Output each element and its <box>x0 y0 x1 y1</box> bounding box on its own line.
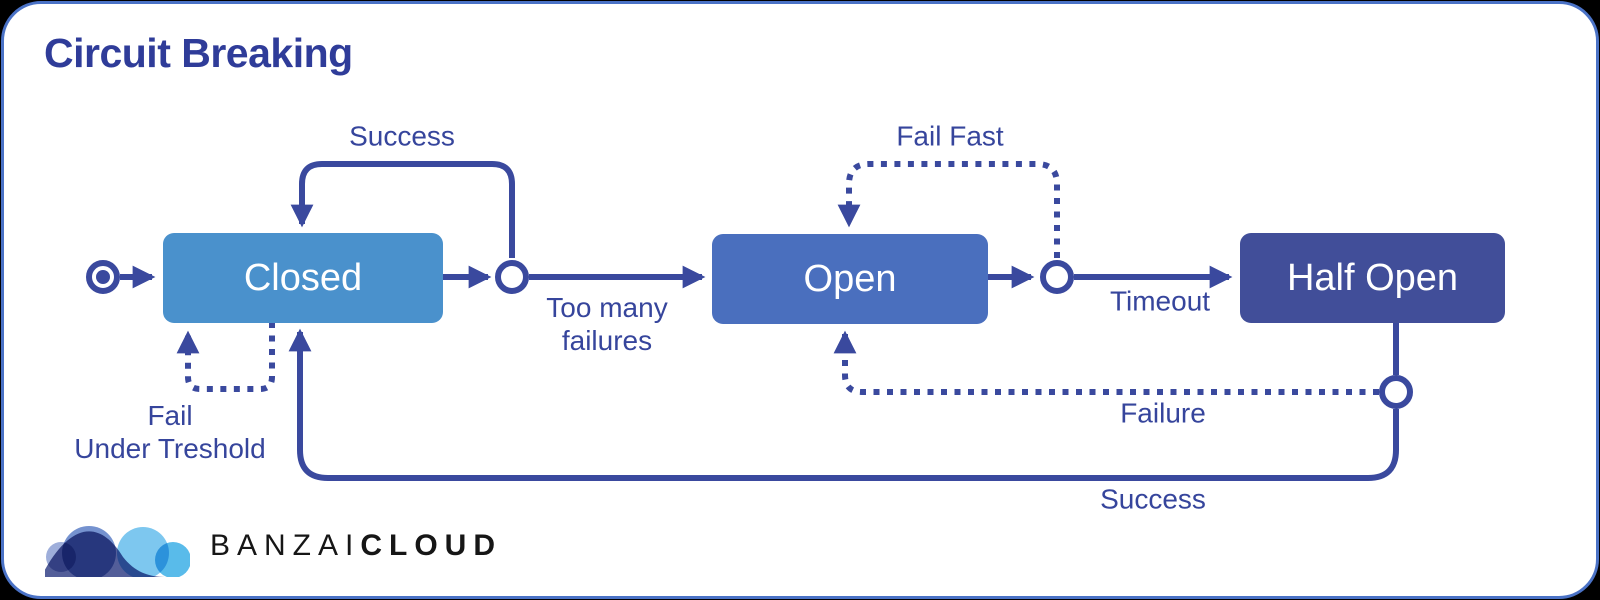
state-half-open: Half Open <box>1240 233 1505 323</box>
state-closed: Closed <box>163 233 443 323</box>
label-fail-fast: Fail Fast <box>896 120 1004 152</box>
banzai-cloud-logo-icon <box>45 526 190 577</box>
edge-fail-under-treshold <box>176 322 275 392</box>
banzai-cloud-logo: BANZAICLOUD <box>45 512 502 580</box>
junction-circle-after-closed <box>495 260 529 294</box>
page-title: Circuit Breaking <box>44 30 353 76</box>
label-timeout: Timeout <box>1109 285 1211 317</box>
label-failure: Failure <box>1120 397 1206 429</box>
junction-circle-below-half-open <box>1379 375 1413 409</box>
logo-wordmark: BANZAICLOUD <box>210 529 502 563</box>
label-success-return: Success <box>1100 483 1206 515</box>
logo-text-banzai: BANZAI <box>210 529 361 562</box>
label-too-many-failures: Too many failures <box>546 291 668 356</box>
label-fail-under-treshold: Fail Under Treshold <box>74 399 266 464</box>
state-open: Open <box>712 234 988 324</box>
initial-state-marker <box>86 260 120 294</box>
label-success-closed-loop: Success <box>349 120 455 152</box>
edge-fail-fast-loop <box>837 161 1060 258</box>
edge-success-return <box>288 328 1399 481</box>
edge-failure <box>833 330 1379 395</box>
logo-text-cloud: CLOUD <box>360 529 503 562</box>
edge-closed-success-loop <box>290 161 515 258</box>
junction-circle-after-open <box>1040 260 1074 294</box>
